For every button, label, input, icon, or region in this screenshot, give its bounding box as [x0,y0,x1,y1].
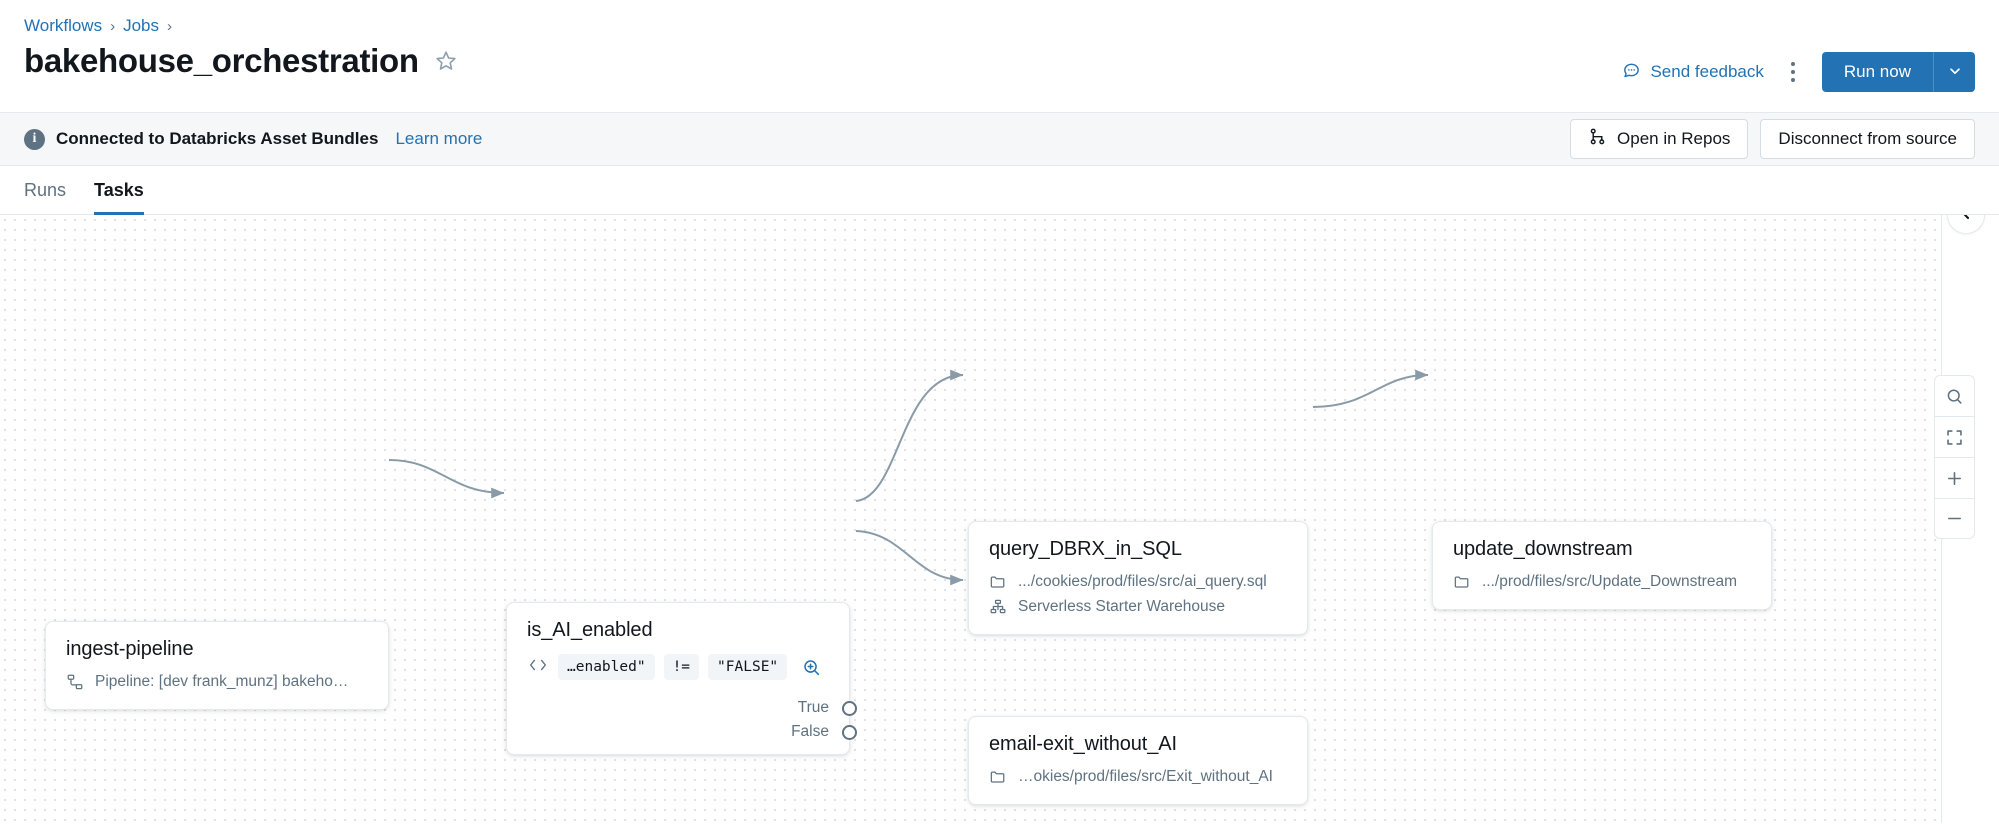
edge-false-to-email [856,531,963,580]
port-false[interactable]: False [527,720,829,744]
port-true-label: True [798,699,829,717]
task-node-warehouse: Serverless Starter Warehouse [989,598,1287,616]
angle-brackets-icon [527,657,549,678]
page-header: Workflows › Jobs › bakehouse_orchestrati… [0,0,1999,112]
task-node-path-text: .../cookies/prod/files/src/ai_query.sql [1018,573,1267,591]
search-icon[interactable] [1934,375,1975,416]
page-title: bakehouse_orchestration [24,42,419,80]
breadcrumb-item-jobs[interactable]: Jobs [123,16,159,36]
task-node-meta-text: Pipeline: [dev frank_munz] bakeho… [95,673,348,691]
canvas-controls [1934,375,1975,539]
port-false-handle[interactable] [842,725,857,740]
task-node-path-text: …okies/prod/files/src/Exit_without_AI [1018,768,1273,786]
task-graph-canvas[interactable]: ingest-pipeline Pipeline: [dev frank_mun… [0,215,1999,823]
edge-query-to-update [1313,375,1428,407]
run-now-split-button: Run now [1822,52,1975,92]
open-in-repos-button[interactable]: Open in Repos [1570,119,1748,159]
task-node-path: …okies/prod/files/src/Exit_without_AI [989,768,1287,786]
breadcrumb-separator-icon: › [110,18,115,35]
pipeline-icon [66,673,84,691]
git-branch-icon [1588,127,1607,151]
kebab-menu-icon[interactable] [1780,55,1806,89]
send-feedback-label: Send feedback [1650,62,1763,82]
port-true-handle[interactable] [842,701,857,716]
zoom-out-icon[interactable] [1934,498,1975,539]
tab-runs[interactable]: Runs [24,180,66,215]
open-in-repos-label: Open in Repos [1617,129,1730,149]
task-node-title: email-exit_without_AI [989,733,1287,756]
header-actions: Send feedback Run now [1622,52,1975,92]
tab-tasks[interactable]: Tasks [94,180,144,215]
breadcrumb-separator-icon: › [167,18,172,35]
run-now-button[interactable]: Run now [1822,52,1933,92]
task-node-title: query_DBRX_in_SQL [989,538,1287,561]
task-node-title: ingest-pipeline [66,638,368,661]
fit-to-screen-icon[interactable] [1934,416,1975,457]
run-now-dropdown-button[interactable] [1933,52,1975,92]
task-node-path: .../prod/files/src/Update_Downstream [1453,573,1751,591]
task-node-title: update_downstream [1453,538,1751,561]
condition-operator: != [664,654,699,680]
task-node-path: .../cookies/prod/files/src/ai_query.sql [989,573,1287,591]
folder-icon [989,573,1007,591]
condition-expression: …enabled" != "FALSE" [527,654,829,680]
task-node-title: is_AI_enabled [527,619,829,642]
breadcrumb: Workflows › Jobs › [24,0,1975,30]
condition-output-ports: True False [527,696,829,744]
port-true[interactable]: True [527,696,829,720]
banner-text: Connected to Databricks Asset Bundles [56,129,378,149]
magnifier-plus-icon[interactable] [802,658,821,677]
task-node-email-exit-without-ai[interactable]: email-exit_without_AI …okies/prod/files/… [968,716,1308,805]
folder-icon [989,768,1007,786]
edge-true-to-query [856,375,963,501]
speech-bubble-icon [1622,60,1641,84]
banner-actions: Open in Repos Disconnect from source [1570,119,1975,159]
task-node-query-dbrx-in-sql[interactable]: query_DBRX_in_SQL .../cookies/prod/files… [968,521,1308,635]
task-node-update-downstream[interactable]: update_downstream .../prod/files/src/Upd… [1432,521,1772,610]
condition-right-operand: "FALSE" [708,654,787,680]
info-icon: i [24,129,45,150]
asset-bundles-banner: i Connected to Databricks Asset Bundles … [0,112,1999,166]
banner-message: i Connected to Databricks Asset Bundles … [24,129,482,150]
send-feedback-button[interactable]: Send feedback [1622,60,1763,84]
condition-left-operand: …enabled" [558,654,655,680]
star-outline-icon[interactable] [433,48,459,74]
task-node-warehouse-text: Serverless Starter Warehouse [1018,598,1225,616]
edge-ingest-to-condition [389,460,504,493]
tab-bar: Runs Tasks [0,166,1999,215]
zoom-in-icon[interactable] [1934,457,1975,498]
breadcrumb-item-workflows[interactable]: Workflows [24,16,102,36]
warehouse-icon [989,598,1007,616]
chevron-down-icon [1948,64,1962,81]
task-node-is-ai-enabled[interactable]: is_AI_enabled …enabled" != "FALSE" [506,602,850,755]
port-false-label: False [791,723,829,741]
task-node-meta: Pipeline: [dev frank_munz] bakeho… [66,673,368,691]
learn-more-link[interactable]: Learn more [395,129,482,149]
task-node-ingest-pipeline[interactable]: ingest-pipeline Pipeline: [dev frank_mun… [45,621,389,710]
chevron-left-icon [1958,215,1974,226]
disconnect-from-source-button[interactable]: Disconnect from source [1760,119,1975,159]
folder-icon [1453,573,1471,591]
task-node-path-text: .../prod/files/src/Update_Downstream [1482,573,1737,591]
